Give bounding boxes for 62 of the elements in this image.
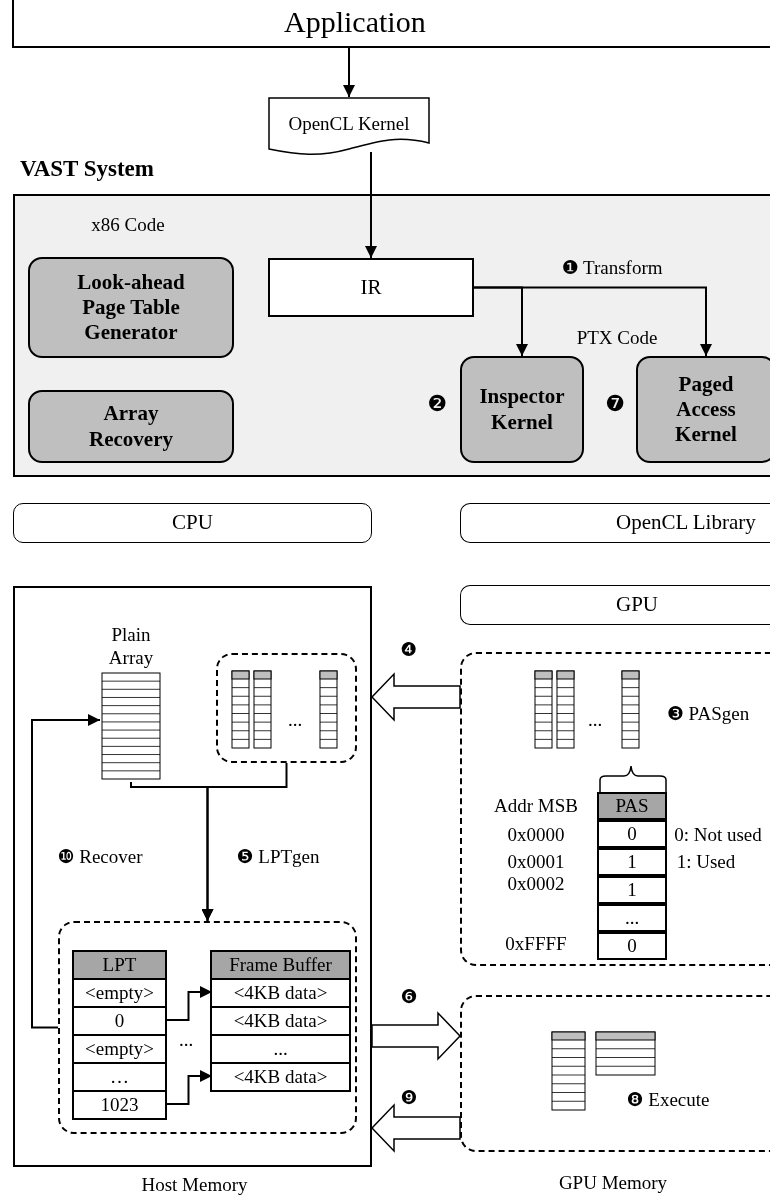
table-row: 0: [74, 1006, 165, 1034]
application-bar: Application: [12, 0, 770, 48]
table-header: Frame Buffer: [212, 952, 349, 978]
table-row: …: [74, 1062, 165, 1090]
table-row: <4KB data>: [212, 1006, 349, 1034]
block-arrow: [371, 1011, 462, 1061]
arrow: [164, 1070, 213, 1105]
table-row: 1023: [74, 1090, 165, 1118]
panel-title: VAST System: [20, 156, 154, 182]
dashed-region: [58, 921, 357, 1134]
table-cell: 1: [597, 876, 667, 904]
edge-label: ❺ LPTgen: [234, 846, 322, 868]
table-cell: 0: [597, 820, 667, 848]
table-header: PAS: [597, 792, 667, 820]
component-bar: OpenCL Library: [460, 503, 770, 543]
text-label: ❸ PASgen: [666, 703, 750, 725]
table-header: LPT: [74, 952, 165, 978]
table-cell: 0: [597, 932, 667, 960]
table: [210, 950, 351, 1092]
table-row: <4KB data>: [212, 1062, 349, 1090]
arrow: [164, 986, 213, 1021]
arrow: [31, 714, 101, 1029]
module-box: Inspector Kernel: [460, 356, 584, 463]
step-number: ❷: [427, 391, 447, 417]
document-shape: [268, 97, 430, 157]
text-label: ...: [587, 709, 603, 731]
component-bar: CPU: [13, 503, 372, 543]
text-label: ...: [287, 709, 303, 731]
array-name: Plain Array: [107, 624, 155, 670]
text-label: 0xFFFF: [505, 933, 567, 955]
table-row: <4KB data>: [212, 978, 349, 1006]
node-label: OpenCL Kernel: [288, 113, 410, 135]
panel-caption: Host Memory: [141, 1174, 248, 1196]
table: [72, 950, 167, 1120]
arrow: [473, 286, 712, 357]
table-row: <empty>: [74, 1034, 165, 1062]
module-box: Array Recovery: [28, 390, 234, 463]
step-number: ❼: [605, 391, 625, 417]
table-cell: 1: [597, 848, 667, 876]
component-bar: GPU: [460, 585, 770, 625]
text-label: ❽ Execute: [626, 1089, 710, 1111]
text-label: x86 Code: [91, 214, 165, 236]
text-label: 0x0000: [507, 824, 565, 846]
text-label: 1: Used: [676, 851, 736, 873]
module-box: Paged Access Kernel: [636, 356, 770, 463]
block-arrow: [370, 1103, 461, 1153]
block-arrow: [370, 672, 461, 722]
text-label: 0x0001: [507, 851, 565, 873]
ir-box: IR: [268, 258, 474, 317]
text-label: 0x0002: [507, 873, 565, 895]
arrow: [365, 151, 377, 259]
table-cell: ...: [597, 904, 667, 932]
table-row: <empty>: [74, 978, 165, 1006]
text-label: ...: [178, 1029, 194, 1051]
arrow: [343, 47, 355, 98]
text-label: PTX Code: [576, 327, 658, 349]
text-label: 0: Not used: [674, 824, 762, 846]
table-row: ...: [212, 1034, 349, 1062]
text-label: GPU Memory: [558, 1172, 668, 1194]
text-label: Addr MSB: [494, 795, 578, 817]
module-box: Look-ahead Page Table Generator: [28, 257, 234, 358]
arrow: [201, 762, 288, 922]
